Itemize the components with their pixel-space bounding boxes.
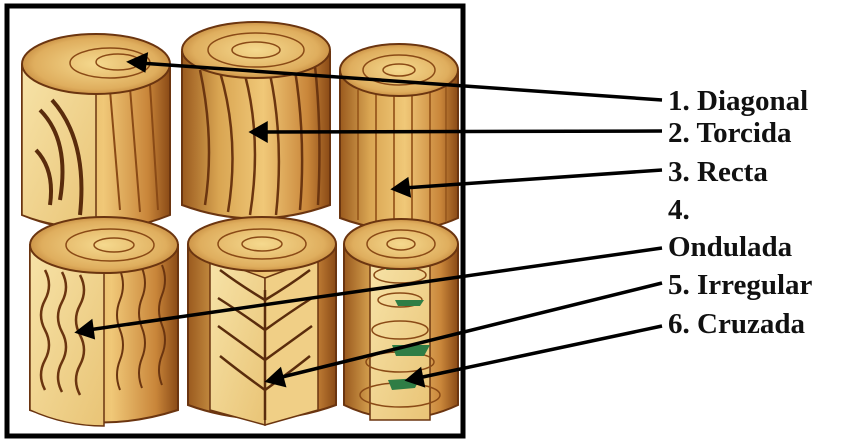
- log-cruzada: [344, 219, 458, 420]
- label-recta: 3. Recta: [668, 155, 768, 189]
- arrow-torcida: [262, 131, 662, 132]
- label-diagonal: 1. Diagonal: [668, 84, 808, 118]
- log-torcida: [182, 22, 330, 219]
- log-irregular: [188, 217, 336, 425]
- label-cruzada: 6. Cruzada: [668, 307, 805, 341]
- label-irregular: 5. Irregular: [668, 268, 812, 302]
- label-ondulada: Ondulada: [668, 230, 792, 264]
- label-ondulada-number: 4.: [668, 193, 690, 227]
- label-torcida: 2. Torcida: [668, 116, 792, 150]
- log-recta: [340, 44, 458, 230]
